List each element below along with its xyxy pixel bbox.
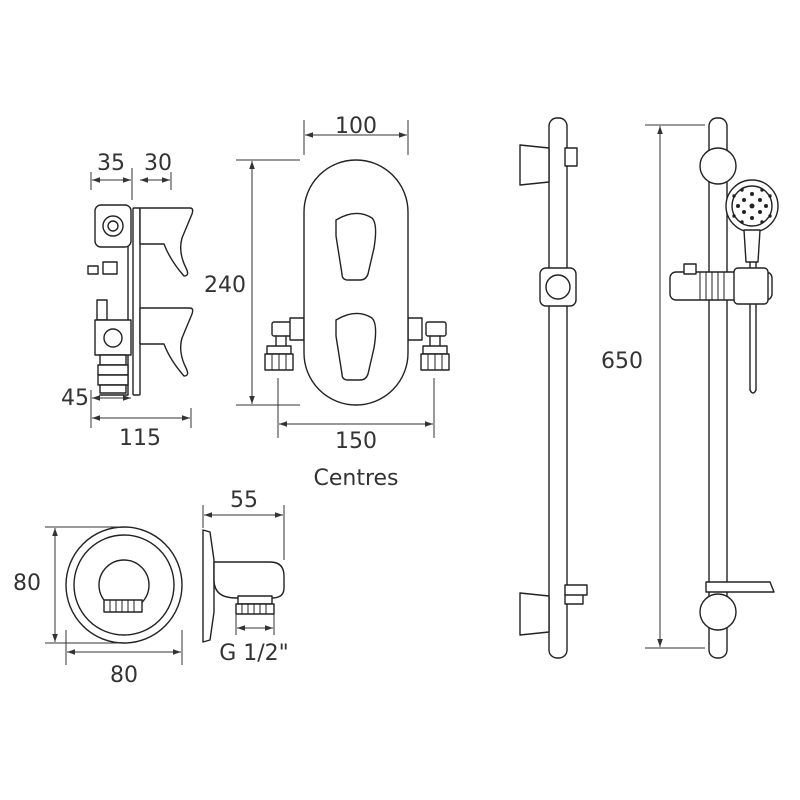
dimension-115-label: 115 bbox=[119, 426, 161, 451]
wall-outlet-front bbox=[65, 526, 183, 644]
centres-label: Centres bbox=[313, 466, 398, 491]
dimension-650: 650 bbox=[601, 124, 705, 649]
dimension-55: 55 bbox=[202, 488, 285, 560]
dimension-150: 150 Centres bbox=[277, 378, 435, 491]
dimension-80-width-label: 80 bbox=[110, 663, 138, 688]
dimension-55-label: 55 bbox=[230, 488, 258, 513]
valve-side-view bbox=[87, 204, 194, 396]
dimension-45: 45 bbox=[61, 386, 131, 411]
dimension-240-label: 240 bbox=[204, 273, 246, 298]
dimension-45-label: 45 bbox=[61, 386, 89, 411]
dimension-35-label: 35 bbox=[97, 151, 125, 176]
valve-front-view bbox=[264, 159, 450, 406]
dimension-115: 115 bbox=[90, 408, 192, 451]
dimension-80-height: 80 bbox=[13, 526, 120, 644]
dimension-30-label: 30 bbox=[144, 151, 172, 176]
dimension-100-label: 100 bbox=[335, 114, 377, 139]
thread-size-label: G 1/2" bbox=[219, 641, 289, 666]
riser-rail-front bbox=[669, 117, 779, 659]
dimension-80-width: 80 bbox=[65, 630, 183, 688]
wall-outlet-side bbox=[202, 529, 285, 643]
riser-rail-side bbox=[519, 117, 588, 659]
spray-nozzles bbox=[732, 188, 772, 224]
dimension-30: 30 bbox=[140, 151, 172, 190]
dimension-thread: G 1/2" bbox=[219, 614, 289, 666]
dimension-80-height-label: 80 bbox=[13, 571, 41, 596]
dimension-100: 100 bbox=[303, 114, 409, 155]
dimension-240: 240 bbox=[204, 159, 300, 406]
dimension-35: 35 bbox=[90, 151, 133, 200]
dimension-650-label: 650 bbox=[601, 349, 643, 374]
dimension-150-label: 150 bbox=[335, 429, 377, 454]
